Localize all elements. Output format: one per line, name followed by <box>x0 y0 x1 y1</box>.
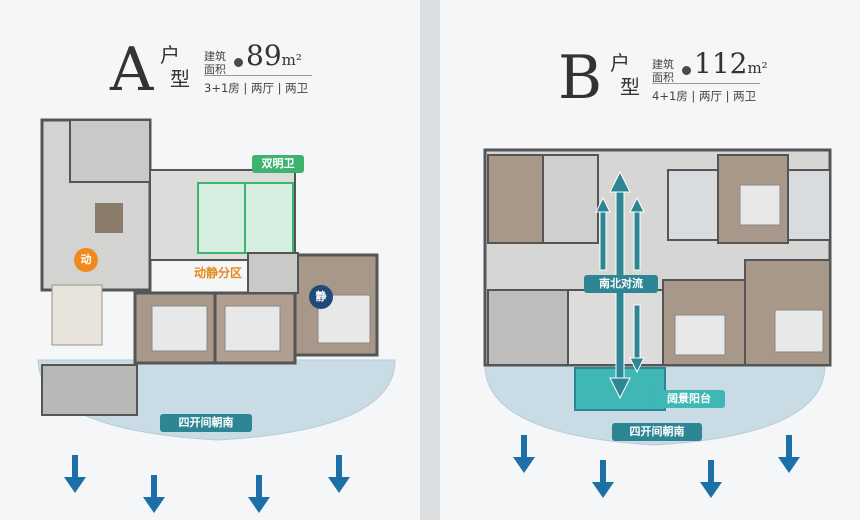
unit-a-balcony <box>41 364 138 416</box>
unit-b-area-number: 112 <box>694 47 748 80</box>
unit-b-area-label: 建筑面积 <box>652 58 674 84</box>
unit-a-bed-2 <box>224 305 281 352</box>
unit-a-service-balcony <box>69 119 151 183</box>
unit-a-letter: A <box>110 35 154 105</box>
unit-a-floorplan <box>37 118 396 441</box>
unit-b-meta: 建筑面积 112m² 4+1房 | 两厅 | 两卫 <box>652 48 852 110</box>
unit-b-balcony-w <box>487 289 569 366</box>
unit-b-airflow-right-shaft <box>633 209 641 271</box>
unit-b-card: B 户 型 建筑面积 112m² 4+1房 | 两厅 | 两卫 <box>440 0 860 520</box>
unit-a-dong-badge: 动 <box>74 248 98 272</box>
unit-a-arrow-3 <box>248 475 270 513</box>
unit-b-arrow-2 <box>592 460 614 498</box>
unit-a-dual-bathroom-tag: 双明卫 <box>252 155 304 173</box>
unit-b-bed-s <box>674 314 726 356</box>
unit-a-sofa <box>51 284 103 346</box>
unit-a-rooms: 3+1房 | 两厅 | 两卫 <box>204 81 309 95</box>
unit-b-type-char-2: 型 <box>620 75 640 99</box>
unit-a-south-label: 四开间朝南 <box>160 414 252 432</box>
unit-b-area-value: 112m² <box>694 48 768 84</box>
unit-b-bathroom-1 <box>667 169 719 241</box>
unit-b-rooms: 4+1房 | 两厅 | 两卫 <box>652 89 757 103</box>
unit-b-arrow-4 <box>778 435 800 473</box>
unit-a-type-char-1: 户 <box>160 43 180 67</box>
unit-a-arrow-1 <box>64 455 86 493</box>
unit-b-area-dot <box>682 66 691 75</box>
unit-a-arrow-4 <box>328 455 350 493</box>
unit-a-area-unit: m² <box>281 51 302 69</box>
unit-b-airflow-tag: 南北对流 <box>584 275 658 293</box>
unit-b-kitchen <box>542 154 599 244</box>
unit-a-closet <box>247 252 299 294</box>
unit-a-area-value: 89m² <box>246 40 302 76</box>
unit-a-area-number: 89 <box>246 39 282 72</box>
unit-b-letter: B <box>558 43 603 113</box>
unit-b-airflow-left-head <box>595 196 611 213</box>
unit-b-airflow-lower-shaft <box>633 304 641 361</box>
unit-b-airflow-right-head <box>629 196 645 213</box>
unit-b-airflow-left-shaft <box>599 209 607 271</box>
unit-b-divider <box>652 83 760 84</box>
unit-b-title: B 户 型 建筑面积 112m² 4+1房 | 两厅 | 两卫 <box>558 44 858 114</box>
unit-b-airflow-up-head <box>609 170 631 193</box>
unit-b-type-char-1: 户 <box>610 51 630 75</box>
unit-a-meta: 建筑面积 89m² 3+1房 | 两厅 | 两卫 <box>204 40 404 102</box>
unit-b-bed-ne <box>739 184 781 226</box>
unit-a-bed-1 <box>151 305 208 352</box>
unit-b-bed-master <box>774 309 824 353</box>
unit-b-balcony-tag: 阔景阳台 <box>653 390 725 408</box>
unit-b-bedroom-nw <box>487 154 544 244</box>
unit-b-airflow-lower-head <box>629 357 645 374</box>
unit-b-bathroom-2 <box>787 169 831 241</box>
unit-b-arrow-3 <box>700 460 722 498</box>
unit-a-title: A 户 型 建筑面积 89m² 3+1房 | 两厅 | 两卫 <box>110 36 410 106</box>
unit-a-jing-badge: 静 <box>309 285 333 309</box>
unit-a-divider <box>204 75 312 76</box>
unit-a-card: A 户 型 建筑面积 89m² 3+1房 | 两厅 | 两卫 <box>0 0 420 520</box>
unit-a-area-label: 建筑面积 <box>204 50 226 76</box>
unit-a-zone-label: 动静分区 <box>193 266 242 280</box>
unit-a-bed-master <box>317 294 371 344</box>
unit-a-area-dot <box>234 58 243 67</box>
unit-b-south-label: 四开间朝南 <box>612 423 702 441</box>
unit-a-type-char-2: 型 <box>170 67 190 91</box>
unit-b-arrow-1 <box>513 435 535 473</box>
unit-a-arrow-2 <box>143 475 165 513</box>
unit-a-dining-table <box>95 203 123 233</box>
unit-b-airflow-down-head <box>609 377 631 400</box>
unit-b-area-unit: m² <box>747 59 768 77</box>
